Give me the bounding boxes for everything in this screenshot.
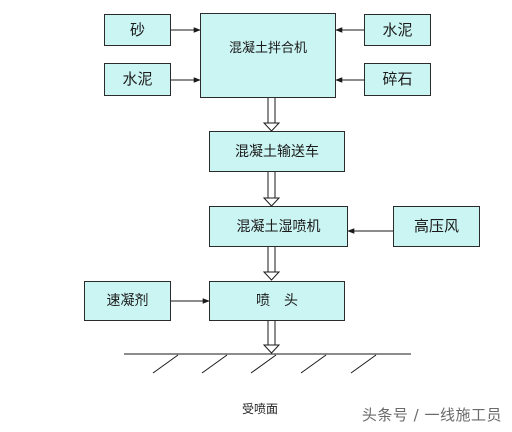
stage-mixer: 混凝土拌合机 bbox=[200, 13, 336, 98]
sprayed-surface bbox=[124, 353, 411, 374]
flow-arrow-mixer-to-conveyor bbox=[262, 98, 281, 132]
stage-conveyor: 混凝土输送车 bbox=[209, 131, 345, 172]
input-cement-right: 水泥 bbox=[364, 14, 431, 46]
input-gravel: 碎石 bbox=[364, 63, 431, 96]
input-accelerator: 速凝剂 bbox=[84, 281, 171, 321]
input-cement-left: 水泥 bbox=[104, 63, 171, 96]
flow-arrow-sprayer-to-nozzle bbox=[262, 247, 281, 281]
input-high-pressure-air: 高压风 bbox=[393, 206, 480, 247]
flow-arrow-conveyor-to-sprayer bbox=[262, 172, 281, 207]
sprayed-surface-label: 受喷面 bbox=[242, 402, 279, 416]
stage-nozzle: 喷 头 bbox=[209, 281, 345, 321]
watermark: 头条号 / 一线施工员 bbox=[361, 406, 502, 424]
input-sand: 砂 bbox=[104, 14, 171, 46]
flow-arrow-nozzle-to-surface bbox=[262, 321, 281, 354]
stage-wet-sprayer: 混凝土湿喷机 bbox=[209, 206, 348, 247]
